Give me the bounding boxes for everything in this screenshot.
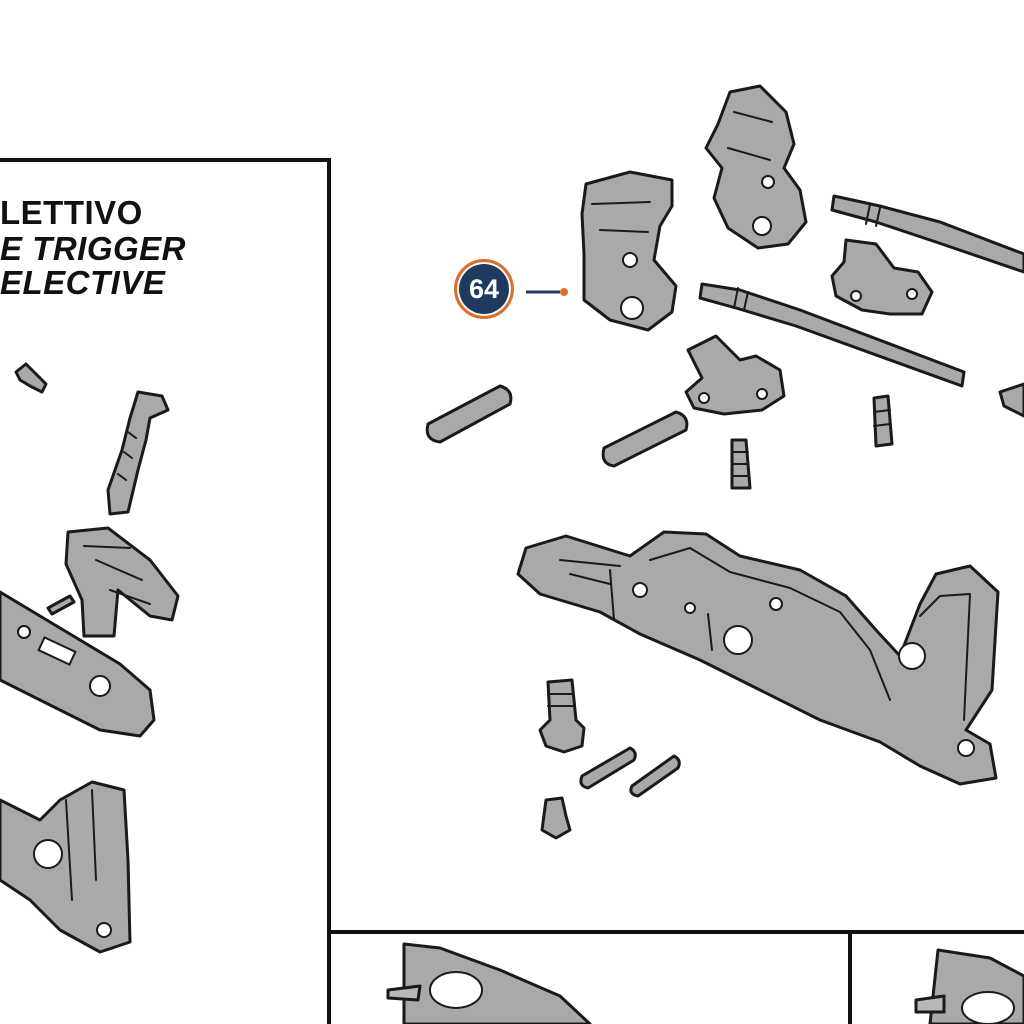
main-exploded-view: [425, 84, 1024, 840]
bottom-left-housing-detail: [386, 942, 592, 1024]
roll-pin-2: [629, 754, 681, 798]
trigger-housing: [516, 530, 1000, 786]
right-edge-part: [998, 382, 1024, 418]
left-panel-frame: [0, 158, 331, 1024]
spring-plunger-right: [872, 394, 894, 448]
hammer-part: [704, 84, 808, 250]
caption-english-selective: ELECTIVE: [0, 264, 166, 301]
left-small-screw: [14, 362, 48, 394]
left-trigger-housing: [0, 590, 156, 738]
bottom-panels: [331, 930, 1024, 1024]
spring-plunger-center: [730, 438, 752, 490]
sear-part-64: [580, 170, 678, 332]
left-trigger-guard: [0, 780, 132, 954]
part-callout-number: 64: [468, 273, 500, 304]
part-callout-badge[interactable]: 64: [454, 259, 514, 319]
left-safety-part: [64, 526, 180, 638]
left-lever-part: [106, 390, 170, 516]
pin-left: [425, 384, 513, 444]
bottom-right-housing-detail: [914, 948, 1024, 1024]
caption-english-trigger: E TRIGGER: [0, 230, 187, 267]
left-pin: [46, 594, 76, 616]
upper-rod: [830, 194, 1024, 274]
screw-small: [540, 796, 572, 840]
left-panel: [0, 158, 331, 1024]
callout-leader: [526, 288, 568, 296]
middle-rod: [698, 282, 966, 388]
roll-pin-1: [579, 746, 637, 790]
lever-part: [684, 334, 786, 416]
disconnector-part: [830, 238, 934, 316]
screw-large: [538, 678, 586, 754]
caption-italian: LETTIVO: [0, 194, 143, 231]
pin-center: [601, 410, 689, 468]
